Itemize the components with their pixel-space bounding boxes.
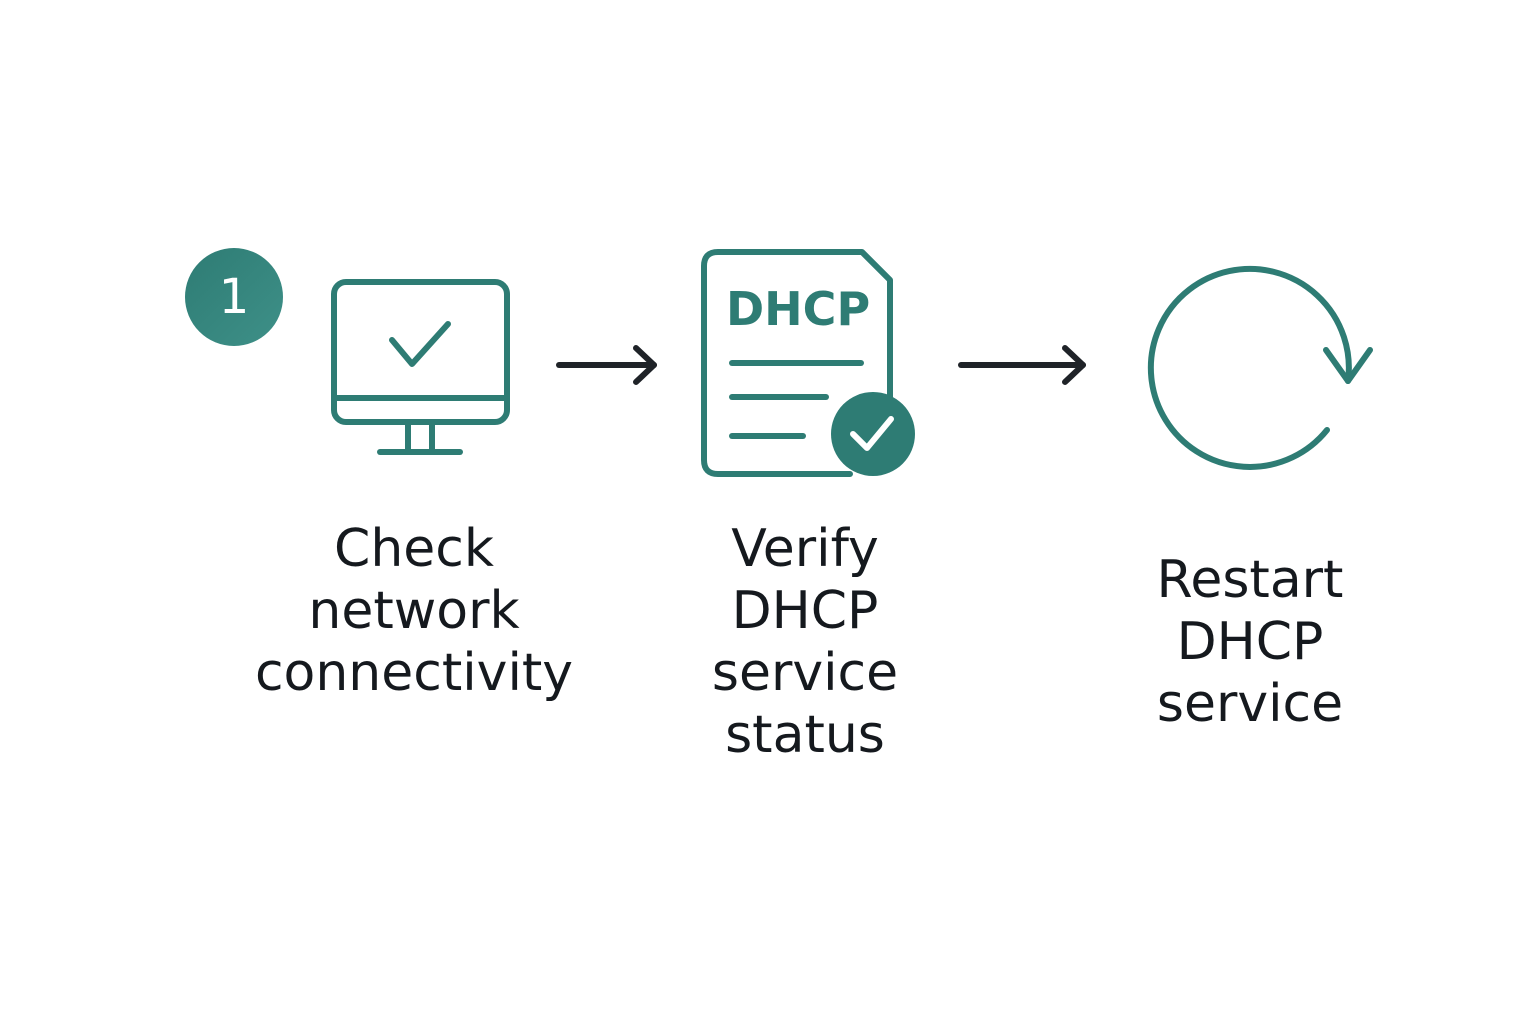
- check-circle-icon: [831, 392, 915, 476]
- dhcp-document-check-icon: DHCP: [701, 249, 915, 477]
- step-number-badge: 1: [185, 248, 283, 346]
- step-1-label: Check network connectivity: [214, 518, 614, 704]
- dhcp-icon-text: DHCP: [726, 282, 870, 336]
- step-2-label: Verify DHCP service status: [610, 518, 1000, 766]
- step-2-label-line: status: [725, 705, 885, 765]
- monitor-check-icon: [331, 279, 510, 455]
- step-1-label-line: Check: [334, 519, 494, 579]
- arrow-right-icon: [958, 345, 1086, 385]
- restart-circle-arrow-icon: [1147, 266, 1373, 470]
- step-3-label-line: Restart: [1156, 550, 1344, 610]
- step-3-label: Restart DHCP service: [1055, 549, 1445, 735]
- step-3-label-line: DHCP: [1176, 612, 1324, 672]
- step-1-label-line: network: [308, 581, 520, 641]
- step-3-label-line: service: [1156, 674, 1344, 734]
- step-1-label-line: connectivity: [254, 643, 574, 703]
- step-2-label-line: DHCP: [731, 581, 879, 641]
- arrow-right-icon: [556, 345, 657, 385]
- step-number: 1: [218, 269, 250, 325]
- step-2-label-line: Verify: [731, 519, 879, 579]
- step-2-label-line: service: [711, 643, 899, 703]
